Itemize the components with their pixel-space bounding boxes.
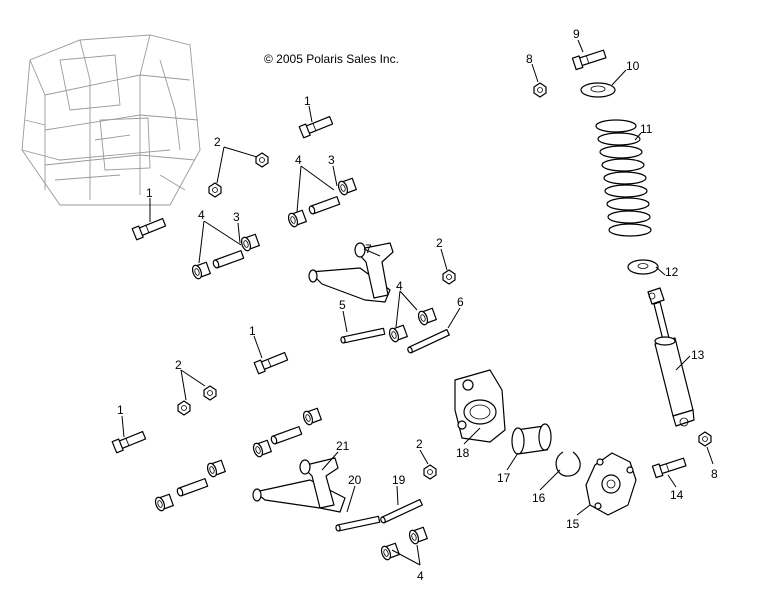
coil-spring-part	[595, 119, 652, 237]
wheel-hub-part	[585, 452, 637, 516]
bushing-part	[416, 306, 438, 327]
shock-absorber-part	[647, 287, 695, 427]
nut-part	[698, 431, 712, 447]
callout-20: 20	[348, 473, 362, 487]
bushing-part	[301, 406, 323, 427]
bushing-part	[379, 541, 401, 562]
leader-lines	[121, 39, 714, 566]
callout-3: 3	[328, 153, 335, 167]
bolt-part	[571, 47, 608, 71]
nut-part	[208, 182, 222, 198]
bolt-part	[298, 114, 334, 139]
callout-7: 7	[365, 242, 372, 256]
bolt-part	[131, 216, 167, 241]
bushing-part	[251, 438, 273, 459]
pin-part	[379, 498, 423, 525]
bolt-part	[651, 455, 688, 479]
callout-labels: 1 1 1 1 2 2 2 2 3 3 4 4 4 4 5 6 7 8 8 9 …	[117, 27, 718, 583]
callout-2: 2	[175, 358, 182, 372]
callout-9: 9	[573, 27, 580, 41]
nut-part	[255, 152, 269, 168]
bushing-part	[190, 260, 212, 281]
callout-19: 19	[392, 473, 406, 487]
nut-part	[533, 82, 547, 98]
pin-part	[334, 515, 381, 532]
callout-6: 6	[457, 295, 464, 309]
callout-1: 1	[117, 403, 124, 417]
bushing-part	[387, 323, 409, 344]
nut-part	[203, 385, 217, 401]
sleeve-part	[175, 478, 209, 498]
callout-14: 14	[670, 488, 684, 502]
callout-1: 1	[249, 324, 256, 338]
nut-part	[423, 464, 437, 480]
callout-21: 21	[336, 439, 350, 453]
lower-spring-seat-part	[627, 259, 659, 275]
callout-5: 5	[339, 298, 346, 312]
vehicle-frame-illustration	[21, 34, 201, 206]
callout-15: 15	[566, 517, 580, 531]
lower-a-arm-part	[252, 457, 346, 513]
callout-12: 12	[665, 265, 679, 279]
callout-8: 8	[711, 467, 718, 481]
callout-1: 1	[304, 94, 311, 108]
callout-1: 1	[146, 186, 153, 200]
copyright-text: © 2005 Polaris Sales Inc.	[264, 52, 399, 66]
callout-16: 16	[532, 491, 546, 505]
bearing-part	[511, 423, 552, 455]
callout-8: 8	[526, 52, 533, 66]
sleeve-part	[269, 426, 303, 446]
callout-2: 2	[416, 437, 423, 451]
callout-13: 13	[691, 348, 705, 362]
callout-4: 4	[198, 208, 205, 222]
bushing-part	[153, 492, 175, 513]
callout-17: 17	[497, 471, 511, 485]
callout-4: 4	[417, 569, 424, 583]
callout-10: 10	[626, 59, 640, 73]
bushing-part	[205, 458, 227, 479]
nut-part	[177, 400, 191, 416]
upper-a-arm-part	[308, 242, 394, 303]
snap-ring-part	[555, 451, 581, 477]
bushing-part	[239, 232, 261, 253]
bolt-part	[111, 429, 147, 454]
bushing-part	[407, 525, 429, 546]
bushing-part	[336, 176, 358, 197]
nut-part	[442, 269, 456, 285]
sleeve-part	[307, 196, 341, 216]
callout-4: 4	[295, 153, 302, 167]
bushing-part	[286, 208, 308, 229]
sleeve-part	[211, 250, 245, 270]
bolt-part	[253, 350, 289, 375]
bearing-carrier-part	[454, 369, 506, 443]
callout-11: 11	[640, 122, 653, 136]
callout-4: 4	[396, 279, 403, 293]
callout-2: 2	[436, 236, 443, 250]
callout-2: 2	[214, 135, 221, 149]
pin-part	[406, 328, 450, 355]
callout-18: 18	[456, 446, 470, 460]
upper-spring-seat-part	[580, 82, 616, 98]
callout-3: 3	[233, 210, 240, 224]
